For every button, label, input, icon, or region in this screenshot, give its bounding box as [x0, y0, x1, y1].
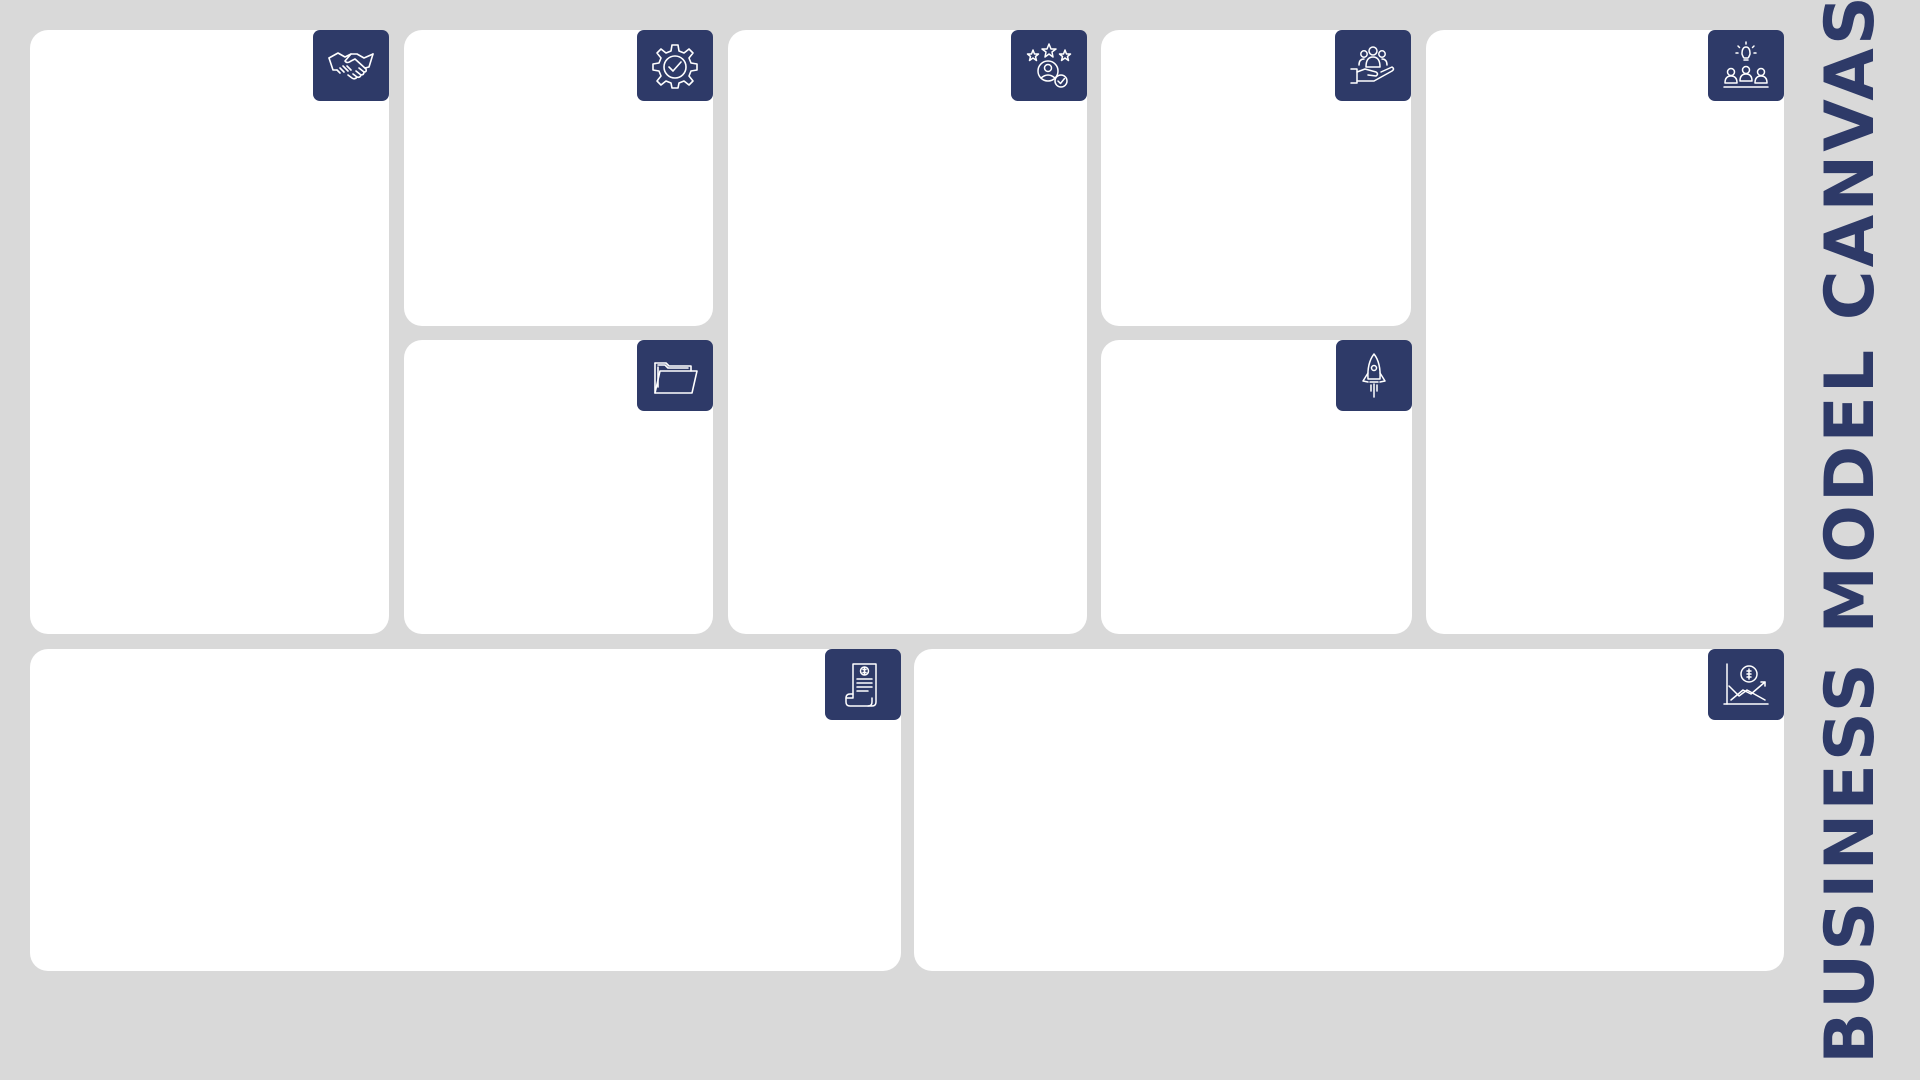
- hand-people-tile: [1335, 30, 1411, 101]
- customer-relationships-card: [1101, 30, 1411, 326]
- gear-check-icon: [652, 43, 698, 89]
- dollar-chart-icon: [1723, 662, 1769, 705]
- folder-icon: [654, 361, 698, 394]
- customer-segments-card: [1426, 30, 1784, 634]
- channels-card: [1101, 340, 1412, 634]
- value-propositions-card: [728, 30, 1087, 634]
- idea-group-icon: [1723, 40, 1769, 88]
- key-resources-card: [404, 340, 713, 634]
- canvas-title-container: BUSINESS MODEL CANVAS: [1810, 0, 1890, 1063]
- rocket-icon: [1362, 352, 1386, 398]
- hand-holding-people-icon: [1350, 45, 1395, 84]
- cost-structure-card: [30, 649, 901, 971]
- handshake-tile: [313, 30, 389, 101]
- folder-tile: [637, 340, 713, 411]
- rocket-tile: [1336, 340, 1412, 411]
- invoice-tile: [825, 649, 901, 720]
- star-rating-person-icon: [1026, 42, 1072, 88]
- invoice-dollar-icon: [845, 662, 877, 707]
- revenue-streams-card: [914, 649, 1784, 971]
- idea-group-tile: [1708, 30, 1784, 101]
- star-rating-tile: [1011, 30, 1087, 101]
- dollar-chart-tile: [1708, 649, 1784, 720]
- key-activities-card: [404, 30, 713, 326]
- key-partners-card: [30, 30, 389, 634]
- gear-check-tile: [637, 30, 713, 101]
- handshake-icon: [328, 51, 374, 80]
- canvas-title: BUSINESS MODEL CANVAS: [1810, 0, 1890, 1064]
